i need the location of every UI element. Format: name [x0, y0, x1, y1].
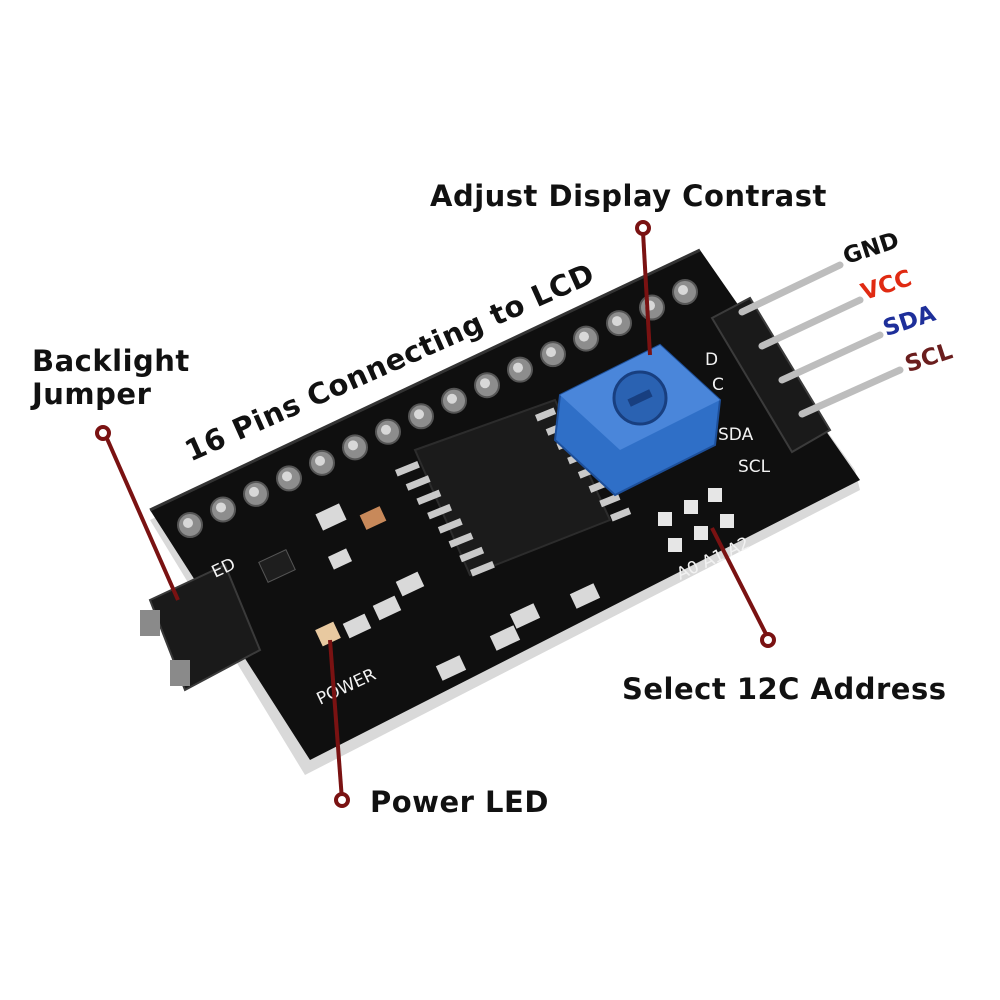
lcd-pin: [276, 465, 302, 492]
chip-leg: [535, 407, 557, 422]
contrast-label: Adjust Display Contrast: [430, 179, 827, 213]
lcd-pin: [573, 325, 599, 352]
lcd-pin: [606, 310, 632, 337]
smd-components: [258, 503, 601, 681]
lcd-pin: [342, 434, 368, 461]
pcb-edge-highlight: [149, 248, 701, 512]
chip-leg: [416, 489, 442, 506]
lcd-pin: [672, 279, 698, 305]
address-pads: [658, 488, 734, 552]
leader-dots: [95, 220, 776, 808]
i2c-header: [710, 261, 904, 454]
chip-leg: [427, 503, 453, 520]
power-led: [315, 621, 341, 647]
i2c-address-label: Select 12C Address: [622, 672, 947, 706]
chip-leg: [599, 493, 621, 508]
lcd-pin: [474, 372, 500, 399]
leader-lines: [103, 231, 770, 801]
lcd-pin-row: [177, 279, 698, 538]
chip-leg: [470, 561, 495, 577]
lcd-pin: [243, 480, 269, 507]
lcd-pin: [210, 496, 236, 523]
svg-text:SDA: SDA: [718, 425, 754, 445]
chip-leg: [448, 532, 474, 548]
lcd-pin: [177, 512, 203, 538]
backlight-jumper-label: Backlight Jumper: [32, 344, 190, 412]
chip-leg: [395, 461, 420, 477]
backlight-line2: Jumper: [32, 377, 152, 412]
lcd-pin: [507, 356, 533, 383]
backlight-line1: Backlight: [32, 344, 190, 378]
chip-leg: [437, 518, 463, 534]
svg-text:SCL: SCL: [738, 457, 771, 477]
chip-leg: [609, 507, 632, 522]
chip-leg: [405, 475, 431, 491]
lcd-pin: [639, 294, 665, 321]
lcd-pin: [441, 387, 467, 414]
lcd-pin: [309, 449, 335, 476]
chip-leg: [459, 546, 485, 563]
lcd-pin: [408, 403, 434, 430]
lcd-pin: [375, 418, 401, 445]
lcd-pin: [540, 341, 566, 368]
power-led-label: Power LED: [370, 785, 549, 819]
contrast-potentiometer: [553, 343, 722, 497]
svg-text:C: C: [712, 375, 724, 395]
svg-text:D: D: [705, 350, 718, 370]
